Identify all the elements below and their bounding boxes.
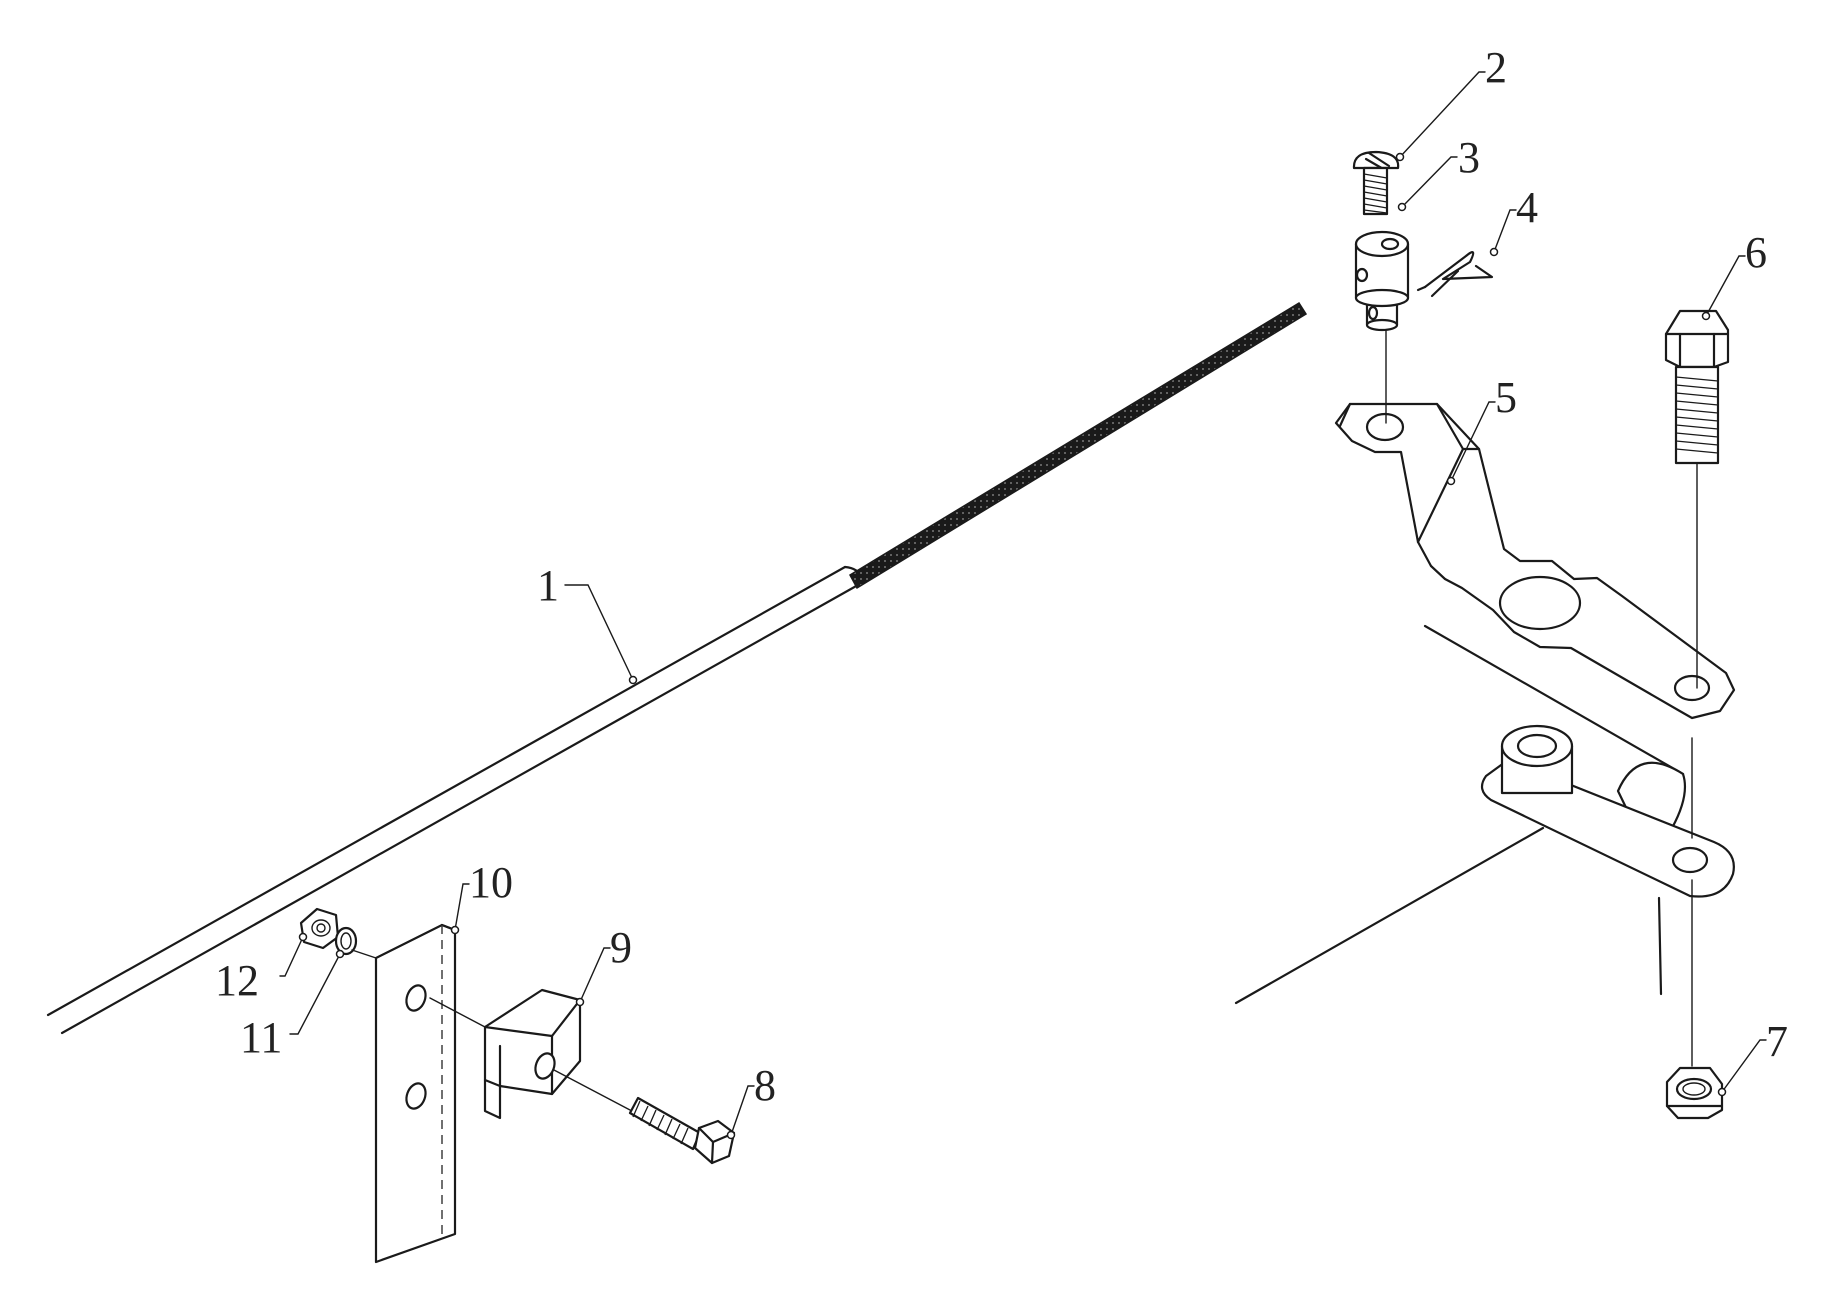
callout-5: 5 bbox=[1495, 373, 1517, 422]
callout-3: 3 bbox=[1458, 133, 1480, 182]
swivel-block bbox=[1354, 230, 1410, 332]
callout-4: 4 bbox=[1516, 183, 1538, 232]
callout-8: 8 bbox=[754, 1061, 776, 1110]
callout-9: 9 bbox=[610, 923, 632, 972]
hex-nut bbox=[1665, 1066, 1724, 1120]
cable-assembly bbox=[46, 301, 1308, 1035]
flat-bar bbox=[374, 923, 457, 1264]
slotted-screw bbox=[1352, 150, 1400, 216]
small-hex-nut bbox=[299, 907, 340, 950]
assembly-lines bbox=[351, 329, 1698, 1111]
hex-bolt-vertical bbox=[1664, 309, 1730, 465]
callout-12: 12 bbox=[215, 956, 259, 1005]
angle-clip bbox=[483, 988, 582, 1120]
lock-washer bbox=[334, 926, 358, 956]
hairpin-clip bbox=[1416, 251, 1494, 298]
callout-2: 2 bbox=[1485, 43, 1507, 92]
callout-7: 7 bbox=[1766, 1017, 1788, 1066]
pivot-lever bbox=[1234, 624, 1735, 1005]
callout-11: 11 bbox=[240, 1013, 282, 1062]
callout-10: 10 bbox=[469, 858, 513, 907]
bent-bracket bbox=[1334, 402, 1736, 720]
leader-lines bbox=[279, 71, 1767, 1136]
callout-1: 1 bbox=[537, 561, 559, 610]
callout-6: 6 bbox=[1745, 228, 1767, 277]
hex-bolt-angled bbox=[628, 1096, 736, 1165]
callout-labels: 1 2 3 4 5 6 7 8 9 10 11 12 bbox=[215, 43, 1788, 1110]
callout-dots bbox=[298, 152, 1727, 1140]
